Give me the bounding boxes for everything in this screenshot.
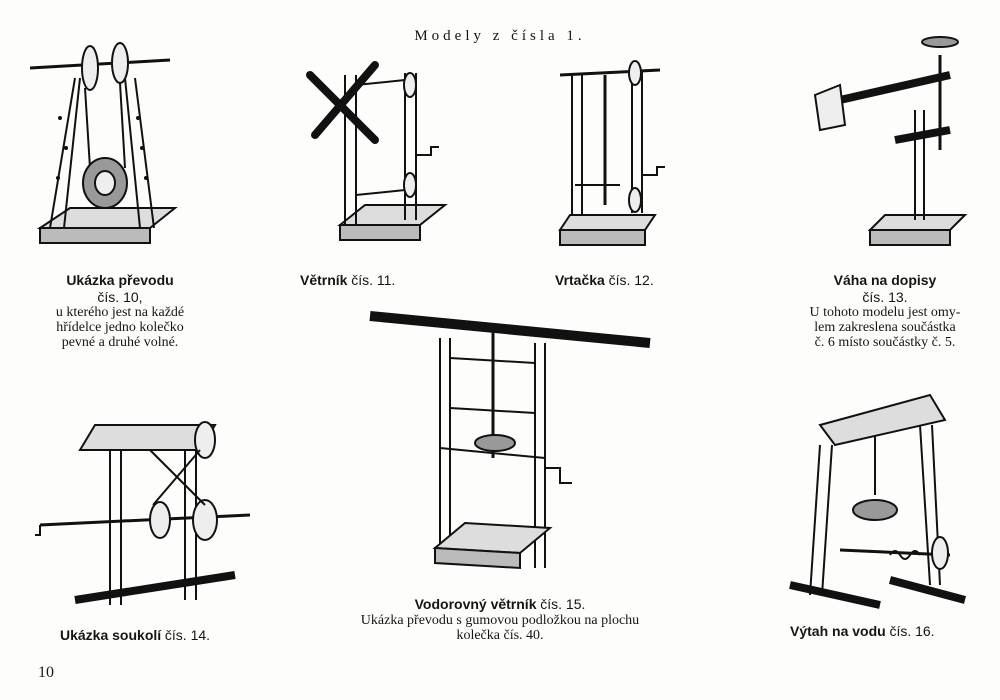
model-description-line: kolečka čís. 40. [456, 628, 544, 643]
caption-ukazka-soukoli: Ukázka soukolí čís. 14. [60, 627, 240, 644]
model-name: Ukázka převodu [66, 272, 174, 288]
illustration-vrtacka [550, 55, 680, 260]
model-description-line: č. 6 místo součástky č. 5. [814, 335, 956, 350]
model-name: Větrník [300, 272, 348, 288]
illustration-vaha-na-dopisy [800, 30, 970, 260]
model-name: Výtah na vodu [790, 623, 886, 639]
page-title: Modely z čísla 1. [414, 28, 586, 44]
caption-ukazka-prevodu: Ukázka převodu čís. 10, u kterého jest n… [30, 272, 210, 350]
model-number: čís. 10, [97, 289, 143, 305]
model-description-line: U tohoto modelu jest omy- [809, 305, 961, 320]
model-name: Vodorovný větrník [414, 596, 537, 612]
caption-vaha-na-dopisy: Váha na dopisy čís. 13. U tohoto modelu … [790, 272, 980, 350]
caption-vrtacka: Vrtačka čís. 12. [555, 272, 705, 289]
model-name: Ukázka soukolí [60, 627, 162, 643]
model-description-line: lem zakreslena součástka [814, 320, 956, 335]
illustration-vetrnik [300, 55, 460, 260]
illustration-ukazka-soukoli [35, 405, 255, 620]
caption-vodorovny-vetrnik: Vodorovný větrník čís. 15. Ukázka převod… [340, 596, 660, 643]
model-number: čís. 15. [540, 596, 586, 612]
model-number: čís. 16. [889, 623, 935, 639]
caption-vetrnik: Větrník čís. 11. [300, 272, 480, 289]
model-description-line: pevné a druhé volné. [61, 335, 179, 350]
model-number: čís. 12. [608, 272, 654, 288]
model-name: Váha na dopisy [833, 272, 937, 288]
illustration-vytah-na-vodu [780, 385, 970, 615]
model-description-line: u kterého jest na každé [55, 305, 185, 320]
illustration-ukazka-prevodu [30, 38, 180, 258]
model-number: čís. 11. [351, 272, 396, 288]
illustration-vodorovny-vetrnik [365, 308, 665, 593]
model-number: čís. 13. [862, 289, 908, 305]
model-name: Vrtačka [555, 272, 605, 288]
caption-vytah-na-vodu: Výtah na vodu čís. 16. [790, 623, 970, 640]
model-number: čís. 14. [164, 627, 211, 643]
model-description-line: hřídelce jedno kolečko [56, 320, 184, 335]
model-description-line: Ukázka převodu s gumovou podložkou na pl… [360, 613, 640, 628]
page-number: 10 [38, 664, 54, 681]
